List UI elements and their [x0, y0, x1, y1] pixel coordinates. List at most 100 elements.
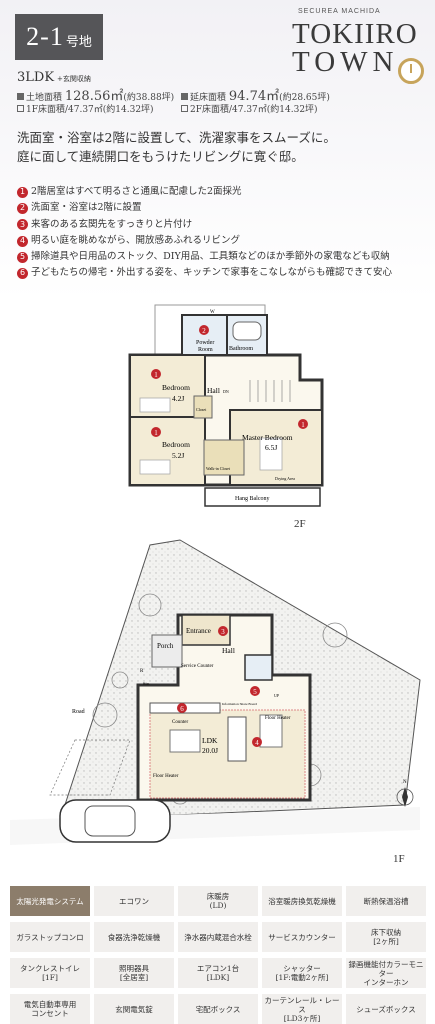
land-area-value: 128.56㎡	[64, 89, 124, 104]
equipment-item: 浄水器内蔵混合水栓	[178, 922, 258, 952]
compass-icon	[396, 787, 414, 807]
room-label: Service Counter	[181, 664, 214, 669]
room-label: Hall	[207, 386, 220, 395]
equipment-item: 録画機能付カラーモニター インターホン	[346, 958, 426, 988]
floor-plan-1f: 3 5 6 4 Entrance Hall Porch Service Coun…	[10, 539, 421, 845]
road-label: Road	[72, 709, 85, 715]
room-label: Master Bedroom	[242, 433, 293, 442]
floor2-area-value: /47.37㎡(約14.32坪)	[228, 105, 318, 115]
outline-square-icon	[181, 105, 188, 112]
stair-label: UP	[274, 693, 280, 698]
lead-line-2: 庭に面して連続開口をもうけたリビングに寛ぐ邸。	[17, 149, 304, 164]
lot-number-badge: 2-1 号地	[15, 14, 103, 60]
svg-text:6: 6	[180, 705, 184, 713]
total-area-value: 94.74㎡	[228, 89, 280, 104]
lot-number: 2-1	[26, 22, 64, 51]
lot-suffix: 号地	[65, 34, 92, 50]
number-badge: 4	[17, 235, 28, 247]
floor2-area-label: 2F床面積	[190, 105, 229, 115]
number-badge: 5	[17, 251, 28, 263]
feature-text: 明るい庭を眺めながら、開放感あふれるリビング	[31, 234, 241, 246]
room-label: Sto.	[143, 681, 150, 686]
svg-text:1: 1	[154, 371, 158, 379]
room-size: 6.5J	[265, 443, 277, 452]
room-size: 5.2J	[172, 451, 184, 460]
car-icon	[59, 799, 171, 843]
svg-text:3: 3	[221, 628, 225, 636]
room-label: Porch	[157, 642, 174, 650]
equipment-item: タンクレストイレ [1F]	[10, 958, 90, 988]
layout-type: 3LDK+玄関収納	[17, 70, 91, 85]
brand-line-1: TOKIIRO	[292, 18, 418, 50]
room-label: Floor Heater	[153, 774, 179, 779]
room-label: Bathroom	[229, 346, 253, 352]
room-label: Entrance	[186, 627, 211, 635]
layout-suffix: +玄関収納	[57, 75, 91, 83]
room-label: LDK	[202, 736, 218, 745]
filled-square-icon	[181, 93, 188, 100]
room-label: Room	[198, 347, 213, 353]
room-label: Information Share Board	[222, 702, 257, 706]
equipment-item: 宅配ボックス	[178, 994, 258, 1024]
floor1-area-label: 1F床面積	[26, 105, 65, 115]
compass-label: N	[403, 780, 407, 785]
room-label: Drying Area	[275, 476, 295, 481]
equipment-item: エアコン1台 [LDK]	[178, 958, 258, 988]
window-label: W	[210, 310, 215, 315]
room-label: R	[140, 669, 144, 674]
area-specs: 土地面積 128.56㎡(約38.88坪) 延床面積 94.74㎡(約28.65…	[17, 89, 330, 116]
feature-text: 2階居室はすべて明るさと通風に配慮した2面採光	[31, 186, 242, 197]
floor-1f-label: 1F	[393, 853, 405, 865]
room-label: Walk-in Closet	[206, 466, 231, 471]
equipment-item: エコワン	[94, 886, 174, 916]
number-badge: 6	[17, 268, 28, 280]
room-size: 20.0J	[202, 746, 218, 755]
brand-line-2: TOWN	[292, 46, 399, 78]
svg-text:1: 1	[301, 421, 305, 429]
feature-text: 掃除道具や日用品のストック、DIY用品、工具類などのほか季節外の家電なども収納	[31, 251, 390, 263]
room-label: Counter	[172, 720, 188, 725]
floor-2f-label: 2F	[294, 518, 306, 530]
equipment-item: サービスカウンター	[262, 922, 342, 952]
clock-icon	[398, 58, 424, 84]
number-badge: 2	[17, 202, 28, 214]
land-area-label: 土地面積	[26, 93, 63, 103]
equipment-item: ガラストップコンロ	[10, 922, 90, 952]
feature-text: 来客のある玄関先をすっきりと片付け	[31, 218, 193, 230]
equipment-item: 玄関電気錠	[94, 994, 174, 1024]
room-label: Bedroom	[162, 383, 190, 392]
svg-text:1: 1	[154, 429, 158, 437]
room-label: Hang Balcony	[235, 496, 270, 502]
equipment-grid: 太陽光発電システム エコワン 床暖房 (LD) 浴室暖房換気乾燥機 断熱保温浴槽…	[10, 886, 426, 1024]
stair-label: DN	[223, 389, 229, 394]
equipment-item: 電気自動車専用 コンセント	[10, 994, 90, 1024]
room-label: Floor Heater	[265, 716, 291, 721]
number-badge: 3	[17, 219, 28, 231]
equipment-item: 食器洗浄乾燥機	[94, 922, 174, 952]
svg-text:4: 4	[255, 739, 259, 747]
lead-line-1: 洗面室・浴室は2階に設置して、洗濯家事をスムーズに。	[17, 130, 336, 145]
equipment-item: 断熱保温浴槽	[346, 886, 426, 916]
room-size: 4.2J	[172, 394, 184, 403]
equipment-item: 床暖房 (LD)	[178, 886, 258, 916]
floor-plan-2f: 1 1 1 2 Bedroom 4.2J Bedroom 5.2J Master…	[100, 300, 340, 515]
floor1-area-value: /47.37㎡(約14.32坪)	[64, 105, 154, 115]
equipment-item: シャッター [1F:電動2ヶ所]	[262, 958, 342, 988]
land-area-tsubo: (約38.88坪)	[123, 93, 175, 103]
equipment-item: 照明器具 [全居室]	[94, 958, 174, 988]
lead-copy: 洗面室・浴室は2階に設置して、洗濯家事をスムーズに。 庭に面して連続開口をもうけ…	[17, 128, 336, 166]
room-label: Bedroom	[162, 440, 190, 449]
room-label: Powder	[196, 340, 214, 346]
equipment-item: 太陽光発電システム	[10, 886, 90, 916]
equipment-item: 床下収納 [2ヶ所]	[346, 922, 426, 952]
total-area-tsubo: (約28.65坪)	[279, 93, 330, 103]
layout-value: 3LDK	[17, 70, 55, 85]
room-label: Closet	[196, 407, 207, 412]
